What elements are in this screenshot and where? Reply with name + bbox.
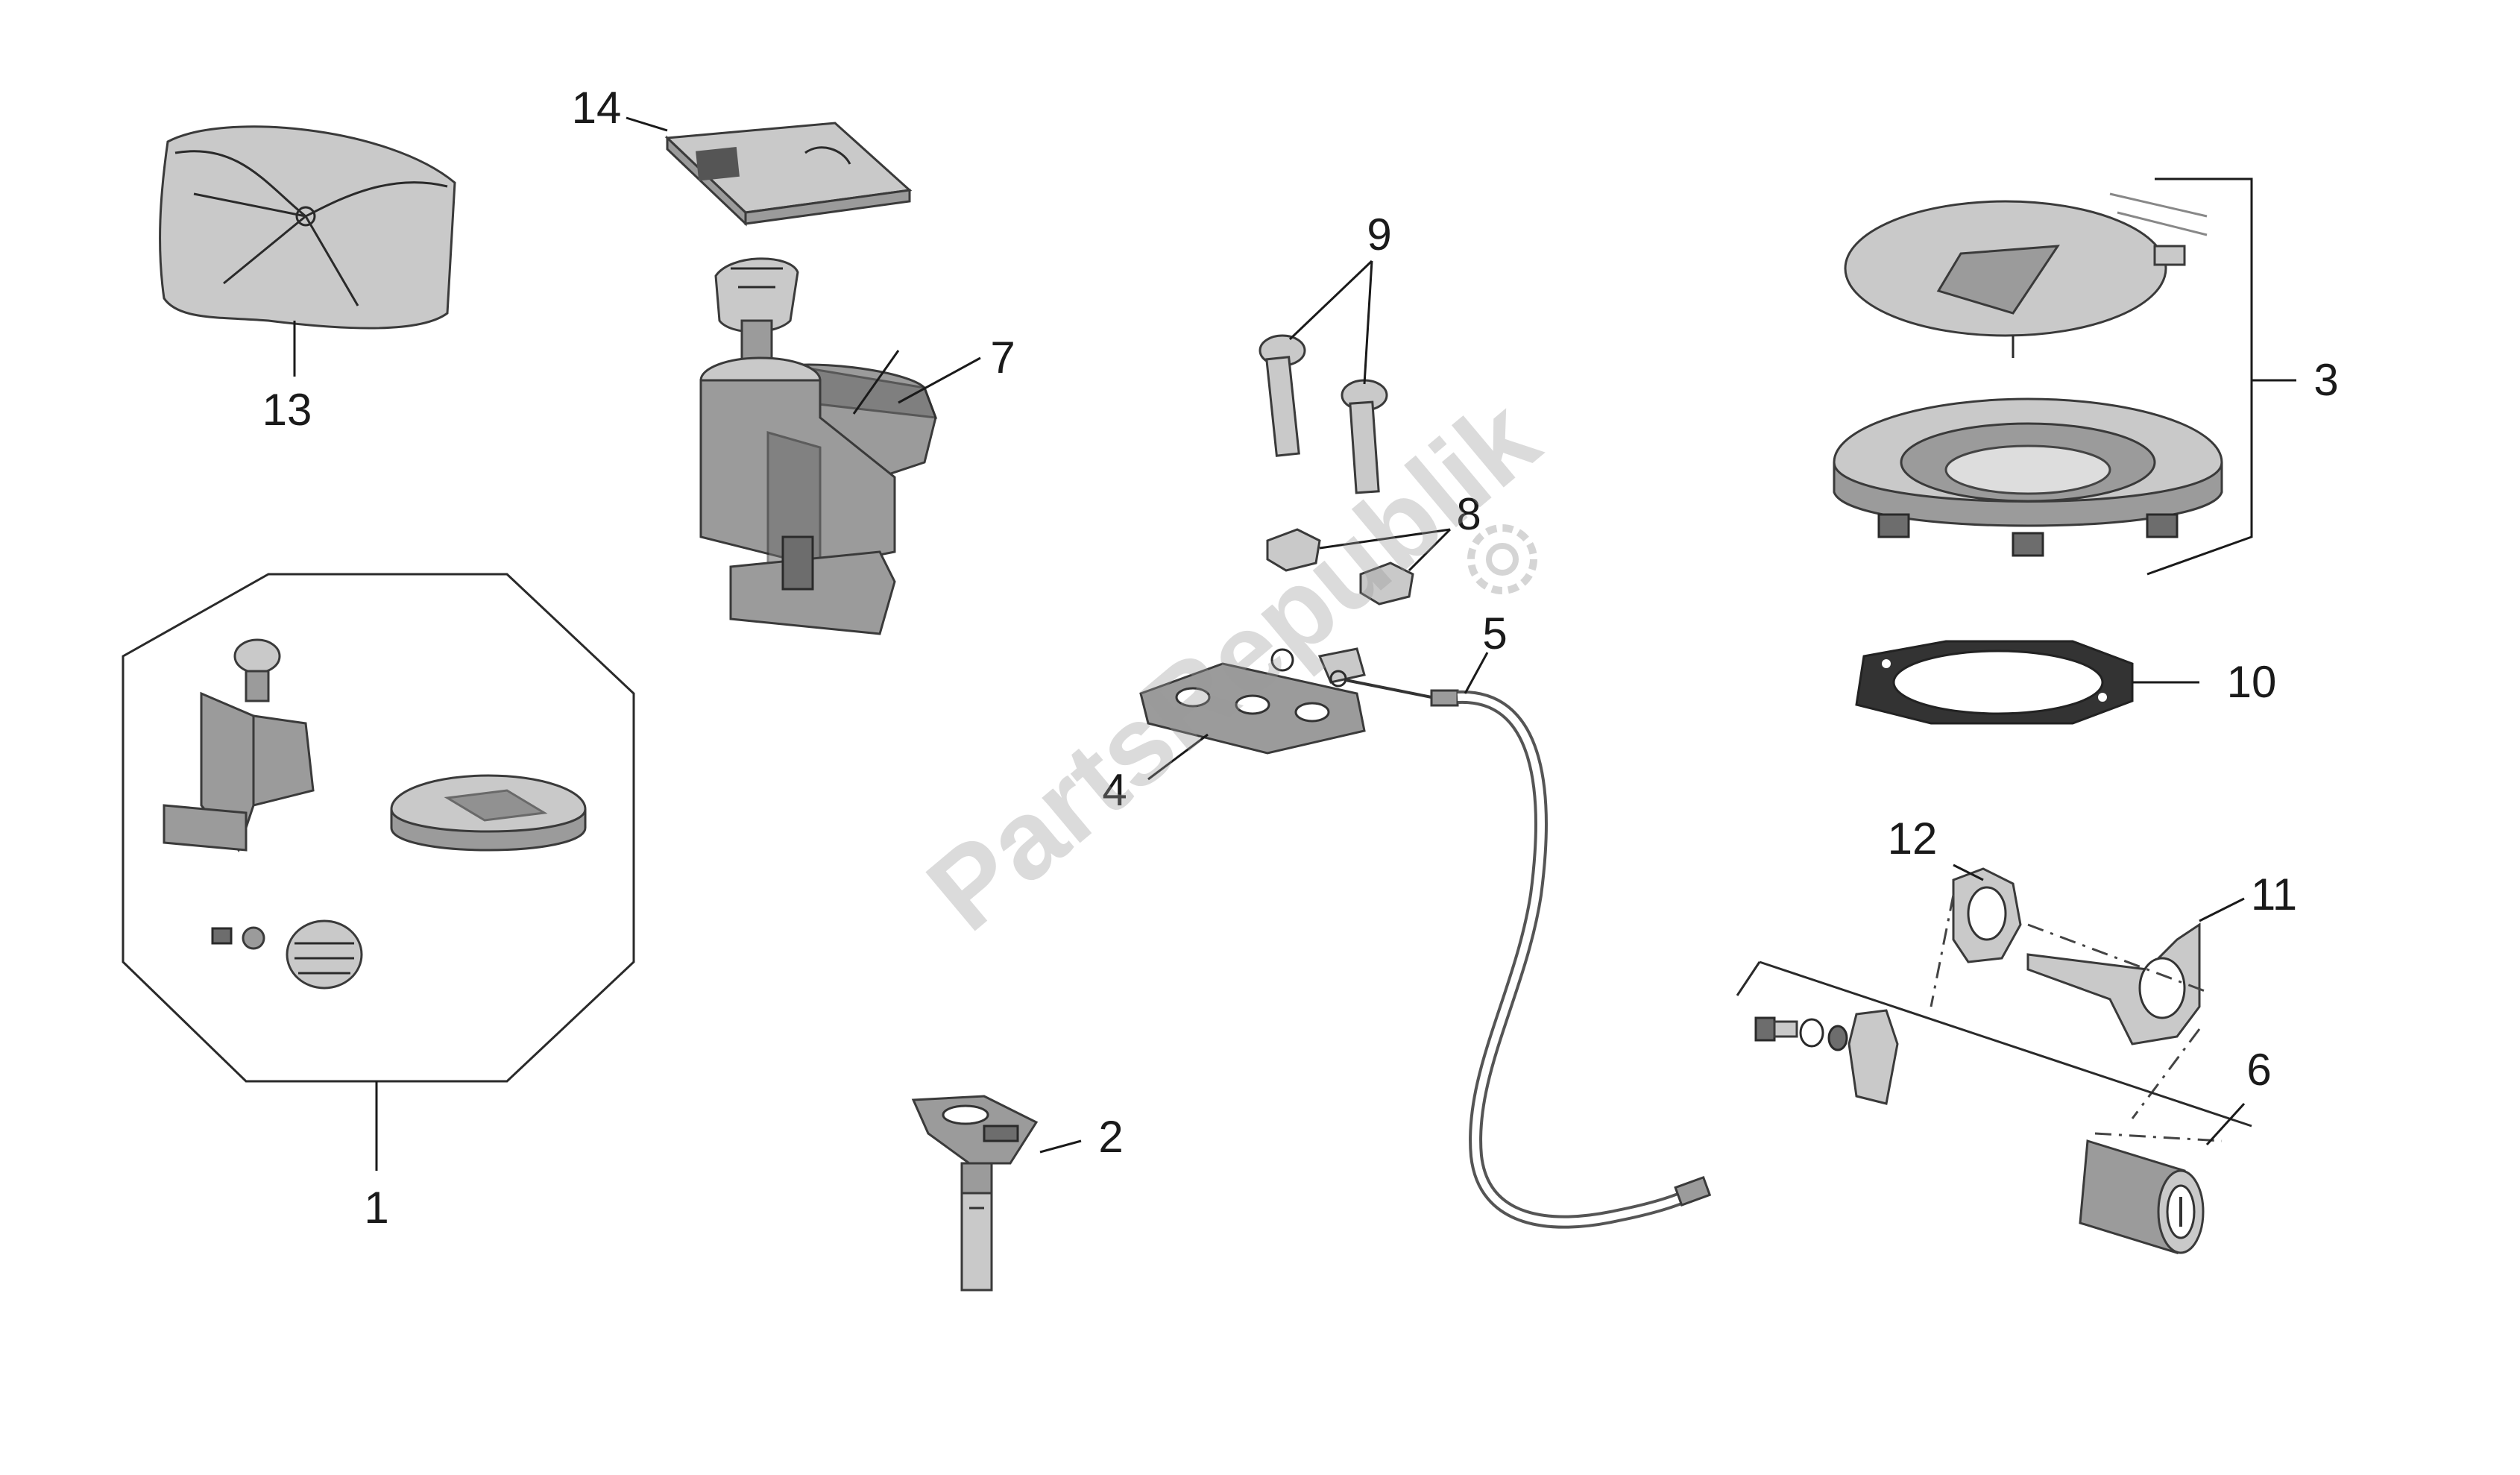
part-12-ring-nut: [1952, 867, 2022, 963]
callout-8: 8: [1456, 489, 1481, 539]
part-7-ignition-switch: [699, 257, 938, 635]
part-6-lock-cylinder: [2079, 1139, 2205, 1254]
callout-2: 2: [1098, 1112, 1123, 1162]
part-2-key: [911, 1095, 1039, 1292]
part-small-screw-set: [1754, 1009, 1899, 1105]
part-10-gasket: [1855, 640, 2134, 725]
watermark-text: PartsRepublik: [904, 374, 1561, 954]
callout-3: 3: [2313, 355, 2338, 405]
part-1-kit-contents: [163, 638, 587, 990]
part-4-bracket: [1139, 647, 1366, 755]
watermark: PartsRepublik: [904, 374, 1561, 954]
part-14-manual: [664, 122, 913, 227]
part-11-plate: [2026, 922, 2201, 1045]
callout-5: 5: [1482, 608, 1507, 658]
callout-13: 13: [262, 385, 312, 435]
part-5-cable: [1329, 670, 1712, 1229]
part-3-fuel-cap: [1833, 192, 2223, 557]
part-8-nuts: [1266, 528, 1414, 606]
callout-7: 7: [990, 333, 1015, 383]
callout-6: 6: [2246, 1045, 2271, 1095]
callout-11: 11: [2251, 869, 2297, 919]
part-9-screws: [1259, 334, 1388, 494]
callout-9: 9: [1367, 210, 1391, 260]
callout-12: 12: [1888, 814, 1938, 864]
callout-4: 4: [1102, 765, 1127, 815]
gear-icon: [1467, 524, 1537, 594]
callout-10: 10: [2227, 657, 2277, 707]
part-1-kit-frame: [122, 573, 635, 1083]
callout-14: 14: [572, 83, 622, 133]
part-13-cover-bag: [159, 125, 456, 330]
callout-1: 1: [364, 1183, 388, 1233]
